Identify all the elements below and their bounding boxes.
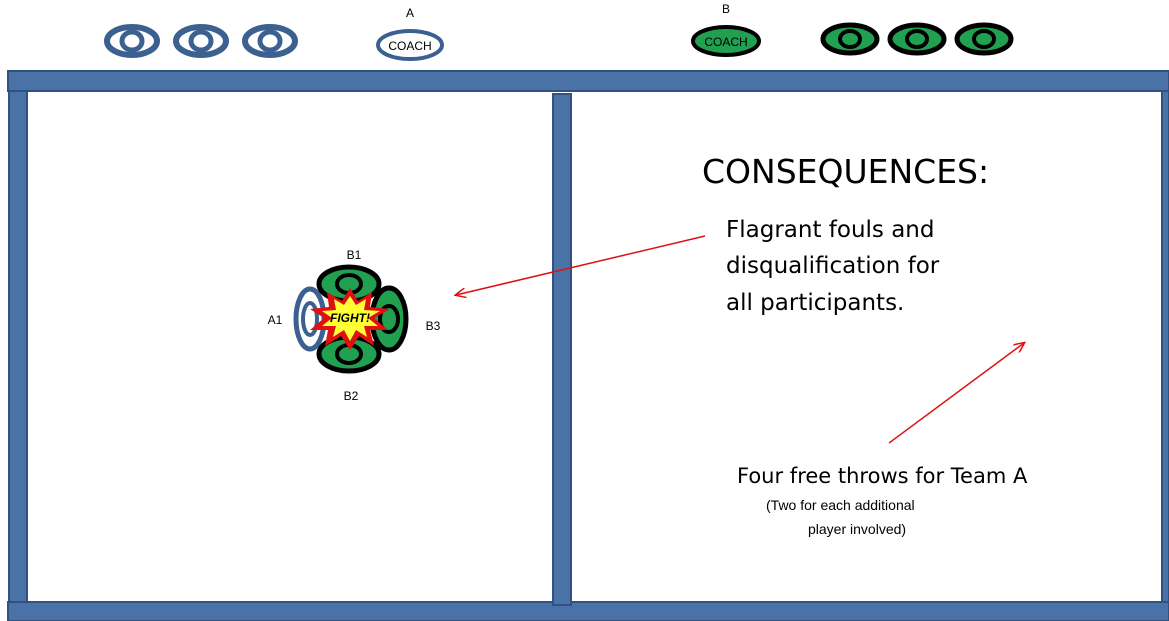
team-b-coach-marker bbox=[691, 25, 761, 57]
court-right-sideline bbox=[1161, 90, 1169, 603]
team-b-bench: COACH B bbox=[691, 2, 1014, 57]
team-a-coach-label: COACH bbox=[388, 39, 431, 53]
arrow-to-consequences bbox=[888, 343, 1024, 444]
team-a-bench-player bbox=[173, 24, 229, 58]
player-a1-marker bbox=[293, 286, 327, 352]
team-b-coach-label: COACH bbox=[704, 35, 747, 49]
team-a-coach-marker bbox=[376, 29, 444, 61]
player-b2-label: B2 bbox=[344, 389, 359, 403]
court-left-sideline bbox=[8, 90, 28, 603]
team-a-label: A bbox=[406, 6, 414, 20]
court-top-line bbox=[7, 70, 1169, 92]
fight-burst-label: FIGHT! bbox=[330, 311, 370, 325]
consequence-line-3: all participants. bbox=[726, 290, 904, 316]
consequences-title: CONSEQUENCES: bbox=[702, 152, 989, 191]
team-a-bench-player bbox=[104, 24, 160, 58]
team-a-bench: COACH A bbox=[104, 6, 444, 61]
team-a-bench-player bbox=[242, 24, 298, 58]
consequence-line-1: Flagrant fouls and bbox=[726, 217, 934, 243]
team-b-bench-player bbox=[954, 22, 1014, 56]
fight-cluster: FIGHT! A1 B1 B2 B3 bbox=[268, 248, 441, 403]
player-b3-marker bbox=[369, 285, 409, 353]
free-throws-text: Four free throws for Team A bbox=[737, 464, 1028, 488]
consequence-line-2: disqualification for bbox=[726, 253, 940, 279]
arrow-to-fight bbox=[456, 235, 706, 295]
court-bottom-line bbox=[7, 601, 1169, 621]
player-a1-label: A1 bbox=[268, 313, 283, 327]
team-b-bench-player bbox=[820, 22, 880, 56]
team-b-bench-player bbox=[887, 22, 947, 56]
team-b-label: B bbox=[722, 2, 730, 16]
court bbox=[7, 70, 1169, 621]
consequences-panel: CONSEQUENCES: Flagrant fouls and disqual… bbox=[702, 152, 1028, 537]
player-b3-label: B3 bbox=[426, 319, 441, 333]
free-throws-note-2: player involved) bbox=[808, 521, 906, 537]
free-throws-note-1: (Two for each additional bbox=[766, 497, 915, 513]
fight-burst-inner bbox=[322, 296, 380, 341]
player-b1-label: B1 bbox=[347, 248, 362, 262]
court-half-court-line bbox=[552, 93, 572, 606]
